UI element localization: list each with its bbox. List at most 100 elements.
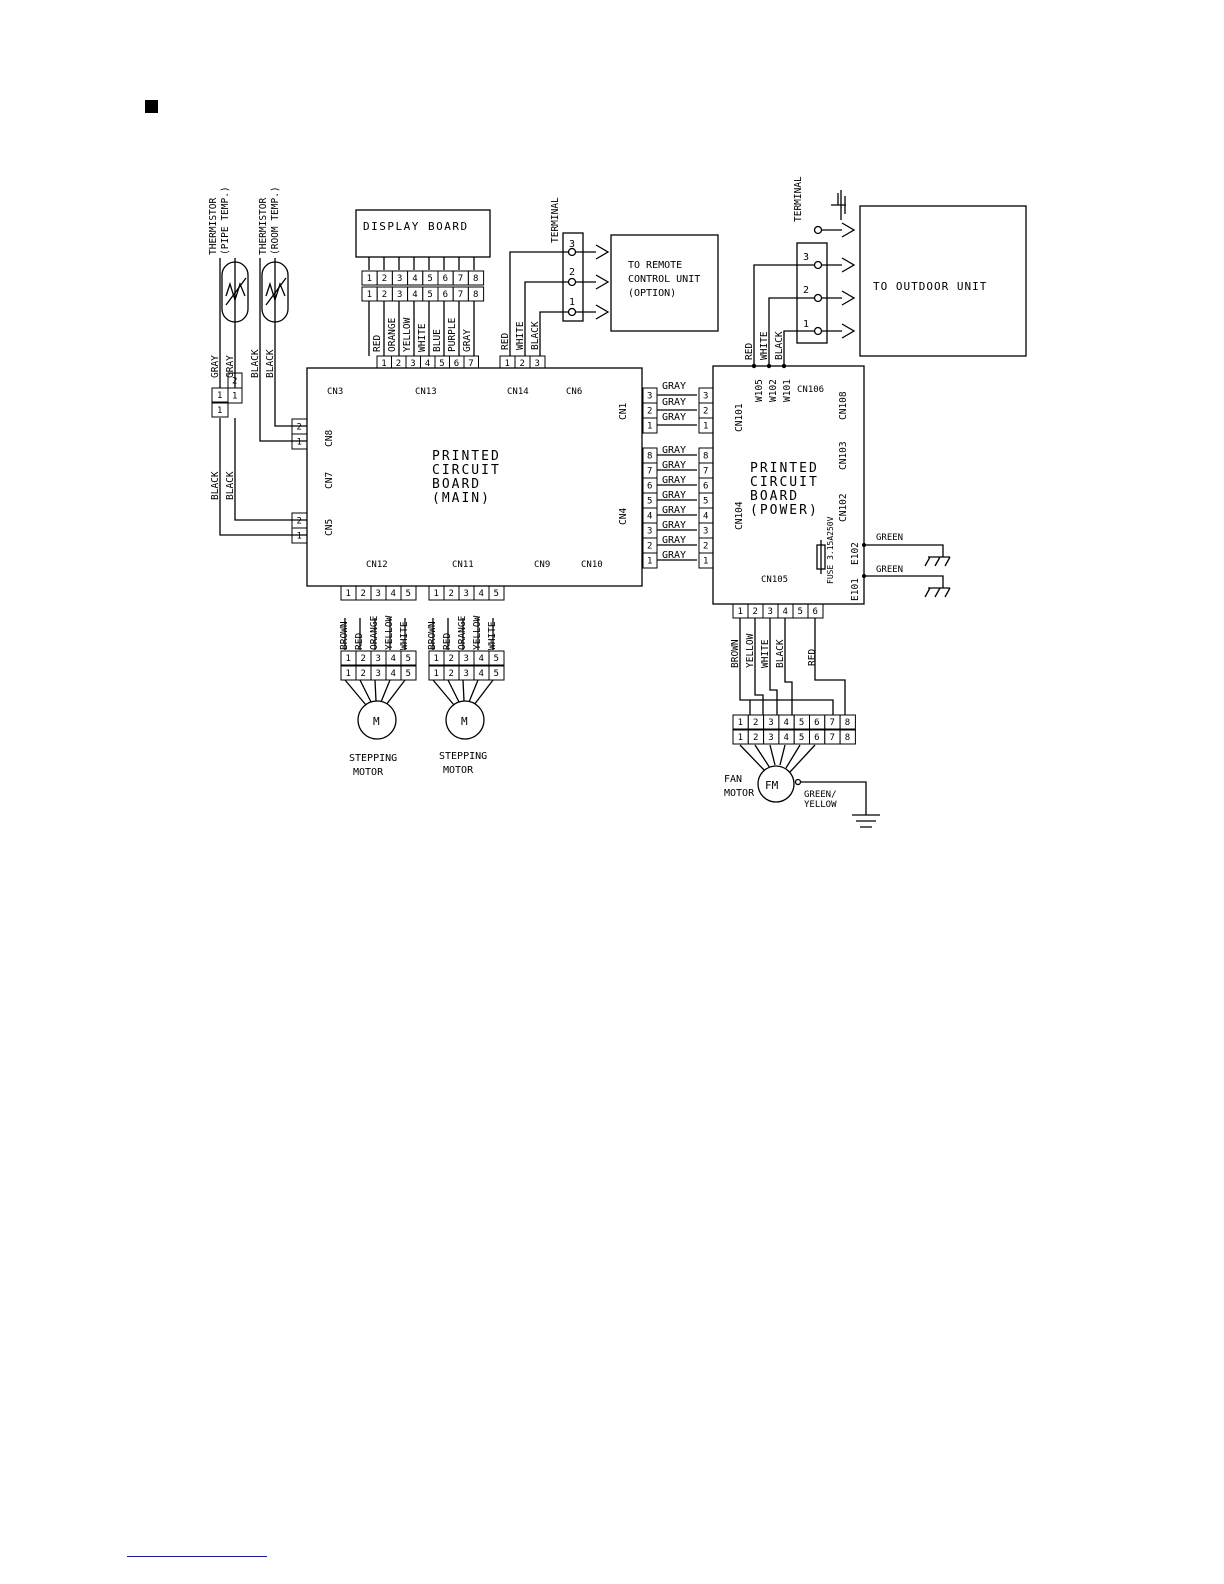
thermistor-wires: [219, 258, 307, 536]
stepping-motor-2-label-2: MOTOR: [443, 765, 474, 776]
svg-text:6: 6: [454, 359, 459, 369]
fan-motor-ground-node: [794, 778, 802, 786]
wire-label-step1-1: BROWN: [339, 621, 350, 650]
outdoor-terminal-node-3: [813, 260, 823, 270]
svg-text:5: 5: [799, 718, 804, 728]
svg-text:1: 1: [703, 422, 708, 432]
outdoor-terminal-pin-2: 2: [803, 285, 809, 296]
cn8-plug: 12: [291, 418, 308, 450]
svg-text:2: 2: [520, 359, 525, 369]
svg-text:3: 3: [376, 654, 381, 664]
svg-text:6: 6: [813, 607, 818, 617]
svg-text:1: 1: [381, 359, 386, 369]
wire-label-therm-5: BLACK: [210, 471, 221, 500]
svg-text:7: 7: [829, 718, 834, 728]
remote-target-line-3: (OPTION): [628, 288, 676, 299]
svg-text:1: 1: [367, 274, 372, 284]
w101-label: W101: [782, 379, 793, 402]
svg-text:1: 1: [346, 669, 351, 679]
fan-motor-label-2: MOTOR: [724, 788, 755, 799]
svg-text:2: 2: [382, 290, 387, 300]
main-pcb-outline: [306, 367, 643, 587]
outdoor-leads: [822, 229, 842, 332]
remote-terminal-node-3: [567, 247, 577, 257]
remote-control-box: [610, 234, 719, 332]
cn9-label: CN9: [534, 560, 550, 570]
svg-text:1: 1: [434, 669, 439, 679]
wire-label-step2-1: BROWN: [427, 621, 438, 650]
svg-text:5: 5: [494, 589, 499, 599]
svg-text:8: 8: [473, 290, 478, 300]
stepping-harness-wires: [344, 618, 494, 650]
wire-label-therm-6: BLACK: [225, 471, 236, 500]
svg-text:2: 2: [703, 542, 708, 552]
svg-text:4: 4: [479, 654, 484, 664]
wire-label-fan-2: YELLOW: [745, 633, 756, 668]
remote-plug-arrows: [595, 244, 610, 320]
stepping-motor-1-symbol: [357, 700, 397, 740]
svg-text:2: 2: [647, 542, 652, 552]
fan-harness-wires: [739, 618, 846, 715]
svg-text:4: 4: [412, 274, 417, 284]
cn6-label: CN6: [566, 387, 582, 397]
svg-text:2: 2: [361, 669, 366, 679]
svg-text:4: 4: [479, 589, 484, 599]
svg-text:1: 1: [738, 718, 743, 728]
svg-text:5: 5: [427, 274, 432, 284]
svg-text:2: 2: [396, 359, 401, 369]
wire-label-step2-5: WHITE: [487, 621, 498, 650]
svg-text:4: 4: [391, 669, 396, 679]
thermistor-room-line-1: THERMISTOR: [258, 198, 269, 255]
thermistor-pipe-line-1: THERMISTOR: [208, 198, 219, 255]
outdoor-terminal-node-2: [813, 293, 823, 303]
wire-label-cn4-3: GRAY: [662, 475, 686, 486]
outdoor-unit-label: TO OUTDOOR UNIT: [873, 280, 987, 293]
power-board-line-4: (POWER): [750, 503, 819, 518]
wire-label-display-1: RED: [372, 335, 383, 352]
svg-text:4: 4: [391, 589, 396, 599]
svg-text:1: 1: [434, 654, 439, 664]
cn13-label: CN13: [415, 387, 437, 397]
w101-dot: [781, 363, 787, 369]
cn1-plug: 123: [642, 387, 658, 434]
display-board-outline: [355, 209, 491, 258]
svg-text:2: 2: [449, 669, 454, 679]
stepping-motor-1-symbol-label: M: [373, 715, 380, 728]
svg-text:3: 3: [464, 654, 469, 664]
svg-text:5: 5: [427, 290, 432, 300]
cn101-label: CN101: [734, 403, 745, 432]
wire-label-display-2: ORANGE: [387, 317, 398, 352]
svg-text:3: 3: [768, 733, 773, 743]
cn14-label: CN14: [507, 387, 529, 397]
cn106-label: CN106: [797, 385, 824, 395]
svg-text:7: 7: [829, 733, 834, 743]
w102-dot: [766, 363, 772, 369]
svg-text:1: 1: [703, 557, 708, 567]
svg-text:3: 3: [376, 589, 381, 599]
svg-text:2: 2: [449, 589, 454, 599]
stepping-motor-1-label-2: MOTOR: [353, 767, 384, 778]
thermistor-room-slash: [265, 277, 287, 306]
svg-text:2: 2: [703, 407, 708, 417]
stepping-motor-leads: [344, 679, 494, 706]
wire-label-fan-5: RED: [807, 649, 818, 666]
svg-text:1: 1: [346, 654, 351, 664]
power-board-line-1: PRINTED: [750, 461, 819, 476]
w105-dot: [751, 363, 757, 369]
wire-label-step1-3: ORANGE: [369, 615, 380, 650]
svg-text:5: 5: [406, 654, 411, 664]
remote-terminal-node-1: [567, 307, 577, 317]
outdoor-terminal-pin-1: 1: [803, 319, 809, 330]
svg-text:5: 5: [799, 733, 804, 743]
wire-label-fan-3: WHITE: [760, 639, 771, 668]
svg-text:2: 2: [297, 423, 302, 433]
earth-label-1: GREEN: [876, 533, 903, 543]
remote-leads: [576, 251, 596, 313]
wire-label-cn4-4: GRAY: [662, 490, 686, 501]
